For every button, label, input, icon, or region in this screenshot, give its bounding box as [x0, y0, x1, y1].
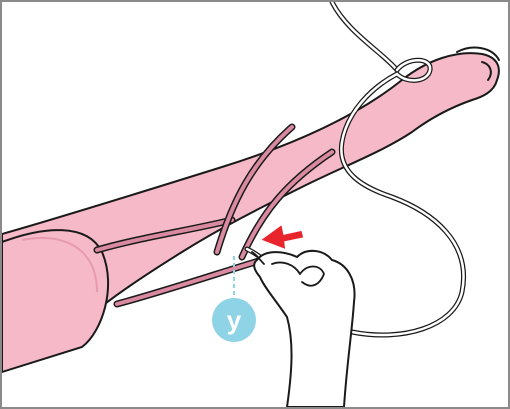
callout-label: y: [227, 305, 242, 335]
elbow-region: [2, 230, 108, 372]
insert-direction-arrow: [260, 224, 304, 250]
callout-y: y: [212, 298, 256, 342]
gloved-hand: [252, 251, 355, 407]
